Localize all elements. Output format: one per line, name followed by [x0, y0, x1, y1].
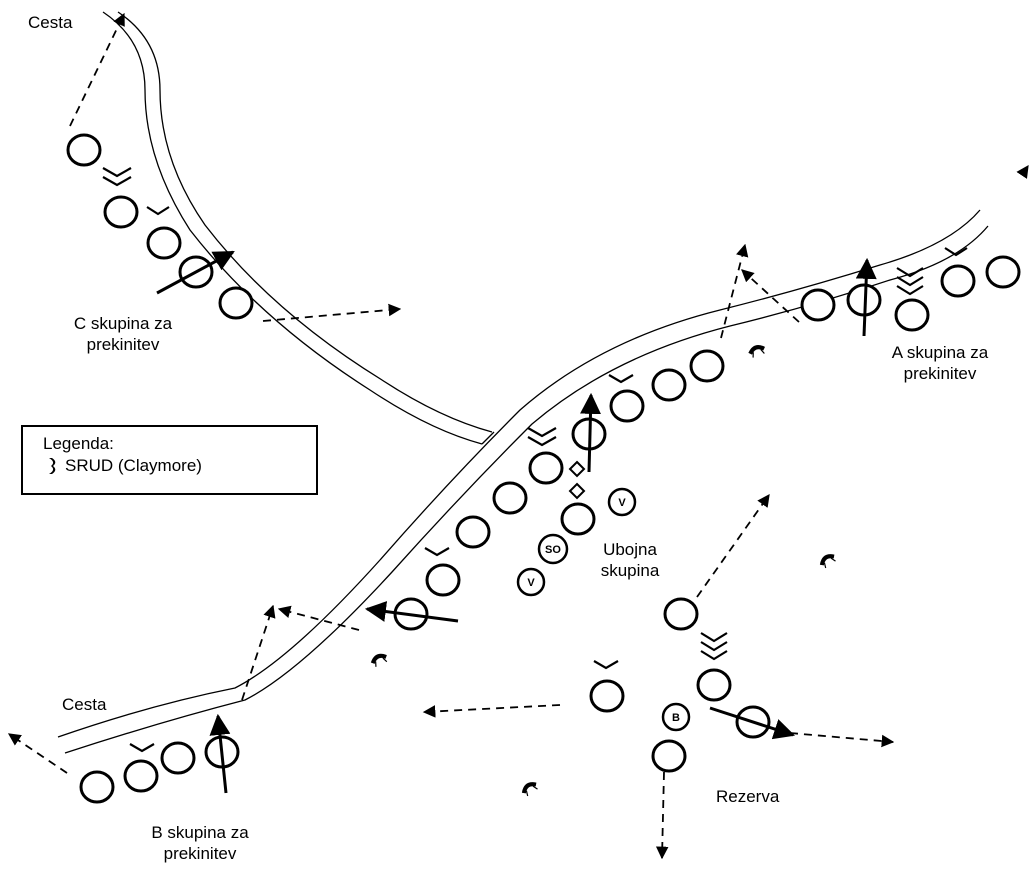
- soldier: [985, 255, 1021, 289]
- soldier: [146, 226, 182, 260]
- soldier: [455, 515, 491, 549]
- soldier: [689, 349, 725, 383]
- soldier: [66, 133, 102, 167]
- soldier: [609, 389, 645, 423]
- a-group-label: A skupina za prekinitev: [873, 342, 1007, 384]
- fire-arrows: [156, 250, 877, 794]
- deputy-marker-2: V: [527, 577, 535, 589]
- soldier: [696, 668, 732, 702]
- soldier: [123, 759, 159, 793]
- b-group-label: B skupina za prekinitev: [125, 822, 275, 864]
- legend-title: Legenda:: [43, 434, 114, 453]
- side-road: [102, 11, 495, 445]
- chevron-marks: [102, 167, 968, 753]
- soldier: [651, 739, 687, 773]
- security-arrows: [7, 12, 1029, 860]
- legend-item: SRUD (Claymore): [45, 456, 202, 476]
- deputy-marker-1: V: [618, 497, 626, 509]
- c-group-label-line1: C skupina za: [73, 314, 173, 333]
- soldier: [663, 597, 699, 631]
- leader-marker: SO: [545, 544, 561, 556]
- b-group-label-line1: B skupina za: [151, 823, 249, 842]
- soldier: [103, 195, 139, 229]
- soldier: [894, 298, 930, 332]
- kill-group-label: Ubojna skupina: [585, 539, 675, 581]
- soldiers: [66, 133, 1021, 804]
- claymore-icon: [819, 554, 836, 569]
- claymore-icon: [49, 458, 56, 474]
- soldier: [800, 288, 836, 322]
- soldier: [528, 451, 564, 485]
- claymore-icon: [370, 653, 388, 667]
- claymore-icon: [748, 345, 765, 358]
- soldier: [492, 481, 528, 515]
- road-label-top: Cesta: [28, 13, 73, 32]
- c-group-label-line2: prekinitev: [86, 335, 160, 354]
- leader-markers: [516, 487, 691, 732]
- soldier: [79, 770, 115, 804]
- a-group-label-line1: A skupina za: [891, 343, 989, 362]
- c-group-label: C skupina za prekinitev: [48, 313, 198, 355]
- soldier: [651, 368, 687, 402]
- reserve-label: Rezerva: [716, 787, 780, 806]
- legend: Legenda: SRUD (Claymore): [21, 425, 318, 495]
- kill-group-label-line2: skupina: [600, 561, 660, 580]
- claymore-icon: [521, 782, 538, 797]
- soldier: [425, 563, 461, 597]
- kill-group-label-line1: Ubojna: [603, 540, 657, 559]
- soldier: [218, 286, 254, 320]
- a-group-label-line2: prekinitev: [903, 364, 977, 383]
- soldier: [560, 502, 596, 536]
- b-group-label-line2: prekinitev: [163, 844, 237, 863]
- soldier: [160, 741, 196, 775]
- road-label-bottom: Cesta: [62, 695, 107, 714]
- claymore-icons: [370, 345, 836, 797]
- position-diamonds: [568, 460, 586, 500]
- reserve-leader-marker: B: [672, 712, 680, 724]
- legend-item-label: SRUD (Claymore): [65, 456, 202, 475]
- soldier: [940, 264, 976, 298]
- soldier: [589, 679, 625, 713]
